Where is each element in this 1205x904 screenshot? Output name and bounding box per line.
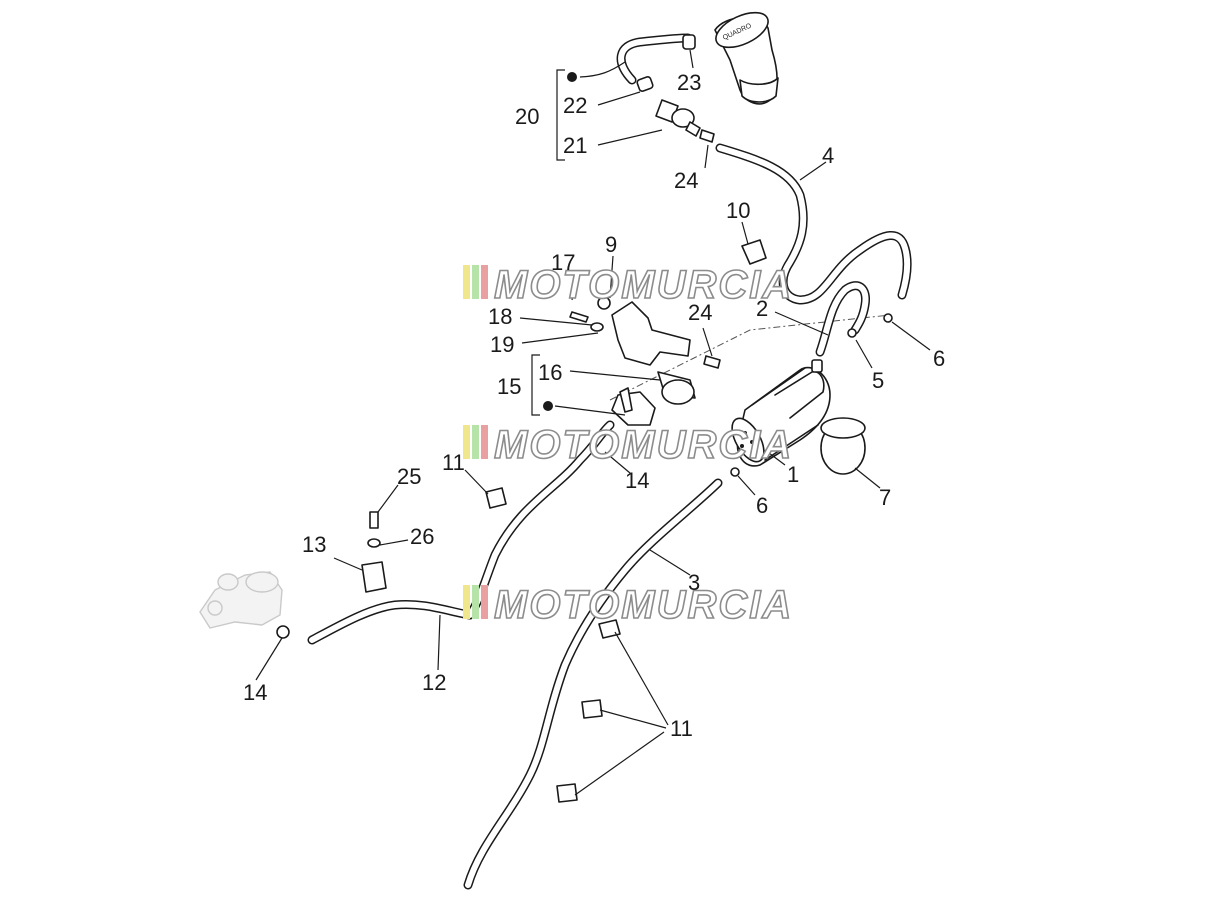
callout-17: 17	[551, 250, 575, 275]
callout-11-bottom: 11	[670, 716, 693, 741]
callout-4: 4	[822, 143, 834, 168]
callout-1: 1	[787, 462, 799, 487]
hose-clip-11a	[485, 487, 507, 509]
callout-5: 5	[872, 368, 884, 393]
callout-24-top: 24	[674, 168, 698, 193]
watermark-middle: MOTOMURCIA	[463, 422, 793, 468]
clamp-22	[636, 76, 654, 92]
fuel-filler-cap: QUADRO	[714, 11, 779, 105]
bullet-15	[543, 401, 553, 411]
leader-lines	[255, 49, 931, 796]
hose-clip-11d	[556, 783, 578, 803]
svg-text:MOTOMURCIA: MOTOMURCIA	[494, 583, 793, 627]
throttle-body	[199, 571, 283, 629]
clip-5	[847, 328, 857, 338]
watermark-bottom: MOTOMURCIA	[463, 582, 793, 628]
hose-3	[463, 478, 723, 890]
callout-14-mid: 14	[625, 468, 649, 493]
callout-6-upper: 6	[933, 346, 945, 371]
callout-25: 25	[397, 464, 421, 489]
solenoid-valve	[611, 371, 696, 426]
callout-9: 9	[605, 232, 617, 257]
watermark-top: MOTOMURCIA	[463, 262, 793, 308]
hose-20	[616, 33, 693, 85]
bolt-25	[369, 511, 379, 529]
callout-7: 7	[879, 485, 891, 510]
callout-labels: 20 22 21 23 24 4 10 9 17 18 19 24 2 5 6 …	[243, 70, 945, 741]
callout-10: 10	[726, 198, 750, 223]
bracket-9	[597, 296, 691, 366]
callout-12: 12	[422, 670, 446, 695]
clamp-23	[682, 34, 696, 50]
carbon-canister	[731, 359, 831, 467]
callout-23: 23	[677, 70, 701, 95]
callout-24-mid: 24	[688, 300, 712, 325]
hose-clip-11b	[598, 619, 621, 639]
svg-text:MOTOMURCIA: MOTOMURCIA	[494, 423, 793, 467]
callout-22: 22	[563, 93, 587, 118]
clip-24-top	[699, 129, 715, 143]
hose-4	[715, 143, 912, 305]
callout-20: 20	[515, 104, 539, 129]
callout-13: 13	[302, 532, 326, 557]
canister-axis-line	[609, 314, 891, 401]
callout-6-lower: 6	[756, 493, 768, 518]
callout-3: 3	[688, 570, 700, 595]
washer-19	[590, 322, 604, 332]
callout-26: 26	[410, 524, 434, 549]
callout-2: 2	[756, 296, 768, 321]
bracket-13	[361, 561, 387, 593]
clip-10	[741, 239, 767, 265]
clip-6-upper	[883, 313, 893, 323]
clip-6-lower	[730, 467, 740, 477]
callout-15: 15	[497, 374, 521, 399]
callout-14-left: 14	[243, 680, 267, 705]
callout-16: 16	[538, 360, 562, 385]
bolt-18	[569, 311, 589, 323]
callout-11-top: 11	[442, 450, 465, 475]
hose-clip-11c	[581, 699, 603, 719]
callout-18: 18	[488, 304, 512, 329]
callout-19: 19	[490, 332, 514, 357]
washer-26	[367, 538, 381, 548]
hose-2	[815, 281, 871, 357]
callout-21: 21	[563, 133, 587, 158]
canister-band	[820, 417, 866, 475]
clip-24-mid	[703, 355, 721, 369]
valve-21	[655, 99, 701, 137]
clamp-14	[276, 625, 290, 639]
svg-text:MOTOMURCIA: MOTOMURCIA	[494, 263, 793, 307]
bullet-20	[567, 72, 577, 82]
